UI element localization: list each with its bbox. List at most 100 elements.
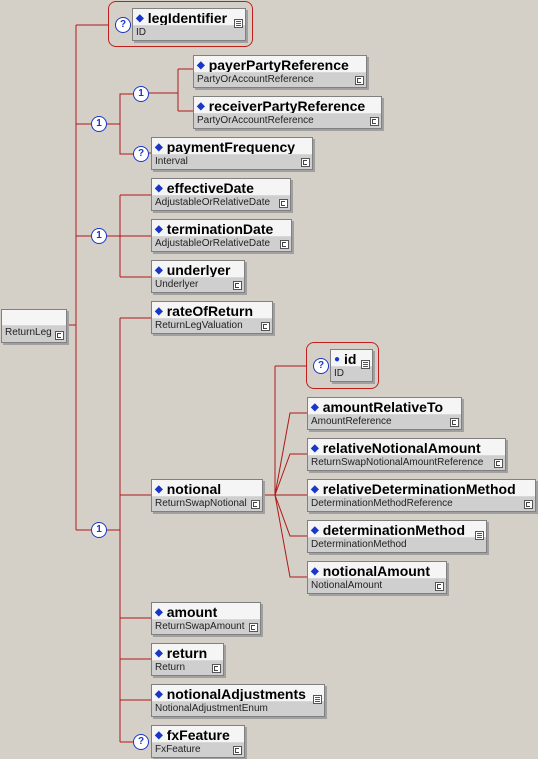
expand-icon[interactable]: [280, 240, 289, 249]
expand-icon[interactable]: [435, 582, 444, 591]
element-icon: ◆: [155, 142, 163, 153]
sequence-badge: 1: [91, 522, 107, 538]
expand-icon[interactable]: [301, 158, 310, 167]
node-name: ◆return: [155, 645, 208, 661]
node-relativeDeterminationMethod[interactable]: ◆relativeDeterminationMethod Determinati…: [307, 479, 536, 512]
node-amountRelativeTo[interactable]: ◆amountRelativeTo AmountReference: [307, 397, 462, 430]
node-terminationDate[interactable]: ◆terminationDate AdjustableOrRelativeDat…: [151, 219, 292, 252]
node-name: ◆relativeNotionalAmount: [311, 440, 481, 456]
node-name: ◆rateOfReturn: [155, 303, 254, 319]
element-icon: ◆: [155, 689, 163, 700]
node-paymentFrequency[interactable]: ◆paymentFrequency Interval: [151, 137, 313, 170]
node-name: ◆paymentFrequency: [155, 139, 296, 155]
node-type: NotionalAmount: [308, 578, 446, 593]
node-type: DeterminationMethodReference: [308, 496, 535, 511]
element-icon: ◆: [136, 13, 144, 24]
node-notionalAmount[interactable]: ◆notionalAmount NotionalAmount: [307, 561, 447, 594]
element-icon: ◆: [311, 566, 319, 577]
node-receiverPartyReference[interactable]: ◆receiverPartyReference PartyOrAccountRe…: [193, 96, 382, 129]
node-underlyer[interactable]: ◆underlyer Underlyer: [151, 260, 245, 293]
node-type: NotionalAdjustmentEnum: [152, 701, 324, 716]
node-effectiveDate[interactable]: ◆effectiveDate AdjustableOrRelativeDate: [151, 178, 291, 211]
node-fxFeature[interactable]: ◆fxFeature FxFeature: [151, 725, 245, 758]
element-icon: ◆: [197, 60, 205, 71]
expand-icon[interactable]: [261, 322, 270, 331]
node-type: ID: [331, 366, 372, 381]
node-type: PartyOrAccountReference: [194, 113, 381, 128]
node-legIdentifier[interactable]: ◆legIdentifier ID: [132, 8, 246, 41]
expand-icon[interactable]: [370, 117, 379, 126]
node-amount[interactable]: ◆amount ReturnSwapAmount: [151, 602, 261, 635]
expand-icon[interactable]: [233, 746, 242, 755]
expand-icon[interactable]: [251, 500, 260, 509]
node-name: ◆amountRelativeTo: [311, 399, 444, 415]
optional-badge: ?: [133, 146, 149, 162]
element-icon: ◆: [311, 484, 319, 495]
node-notional[interactable]: ◆notional ReturnSwapNotional: [151, 479, 263, 512]
node-name: ●id: [334, 351, 357, 367]
expand-icon[interactable]: [494, 459, 503, 468]
element-icon: ◆: [155, 484, 163, 495]
simple-type-icon: [475, 531, 484, 540]
element-icon: ◆: [155, 730, 163, 741]
element-icon: ●: [334, 354, 341, 365]
node-type: DeterminationMethod: [308, 537, 486, 552]
node-name: ◆effectiveDate: [155, 180, 254, 196]
node-determinationMethod[interactable]: ◆determinationMethod DeterminationMethod: [307, 520, 487, 553]
expand-icon[interactable]: [212, 664, 221, 673]
node-name: ◆terminationDate: [155, 221, 274, 237]
node-name: ◆relativeDeterminationMethod: [311, 481, 516, 497]
element-icon: ◆: [155, 607, 163, 618]
node-type: ReturnSwapAmount: [152, 619, 260, 634]
element-icon: ◆: [155, 224, 163, 235]
node-name: ◆notionalAmount: [311, 563, 431, 579]
optional-badge: ?: [115, 17, 131, 33]
expand-icon[interactable]: [355, 76, 364, 85]
expand-icon[interactable]: [233, 281, 242, 290]
simple-type-icon: [313, 695, 322, 704]
sequence-badge: 1: [91, 228, 107, 244]
node-name: ◆receiverPartyReference: [197, 98, 366, 114]
node-name: ◆legIdentifier: [136, 10, 228, 26]
node-rateOfReturn[interactable]: ◆rateOfReturn ReturnLegValuation: [151, 301, 273, 334]
node-name: ◆payerPartyReference: [197, 57, 349, 73]
node-name: ◆underlyer: [155, 262, 231, 278]
node-type: AmountReference: [308, 414, 461, 429]
node-type: ReturnSwapNotionalAmountReference: [308, 455, 505, 470]
expand-icon[interactable]: [279, 199, 288, 208]
node-name: ◆notional: [155, 481, 222, 497]
element-icon: ◆: [311, 525, 319, 536]
expand-icon[interactable]: [524, 500, 533, 509]
node-id[interactable]: ●id ID: [330, 349, 373, 382]
element-icon: ◆: [311, 443, 319, 454]
node-name: ◆fxFeature: [155, 727, 230, 743]
node-returnLeg[interactable]: ReturnLeg: [1, 309, 67, 343]
element-icon: ◆: [155, 183, 163, 194]
node-return[interactable]: ◆return Return: [151, 643, 224, 676]
node-type: FxFeature: [152, 742, 244, 757]
simple-type-icon: [361, 360, 370, 369]
expand-icon[interactable]: [450, 418, 459, 427]
node-type: PartyOrAccountReference: [194, 72, 366, 87]
node-name: ◆notionalAdjustments: [155, 686, 306, 702]
optional-ring-id: [306, 342, 379, 389]
node-relativeNotionalAmount[interactable]: ◆relativeNotionalAmount ReturnSwapNotion…: [307, 438, 506, 471]
optional-ring-legIdentifier: [108, 1, 253, 47]
optional-badge: ?: [133, 734, 149, 750]
node-payerPartyReference[interactable]: ◆payerPartyReference PartyOrAccountRefer…: [193, 55, 367, 88]
optional-badge: ?: [313, 358, 329, 374]
node-notionalAdjustments[interactable]: ◆notionalAdjustments NotionalAdjustmentE…: [151, 684, 325, 717]
node-type: ID: [133, 25, 245, 40]
element-icon: ◆: [311, 402, 319, 413]
node-name: ◆determinationMethod: [311, 522, 466, 538]
node-type: Interval: [152, 154, 312, 169]
node-type: ReturnLegValuation: [152, 318, 272, 333]
element-icon: ◆: [155, 648, 163, 659]
node-type: Return: [152, 660, 223, 675]
node-name: ◆amount: [155, 604, 218, 620]
sequence-badge: 1: [91, 116, 107, 132]
node-type: ReturnLeg: [2, 325, 66, 342]
expand-icon[interactable]: [55, 331, 64, 340]
expand-icon[interactable]: [249, 623, 258, 632]
